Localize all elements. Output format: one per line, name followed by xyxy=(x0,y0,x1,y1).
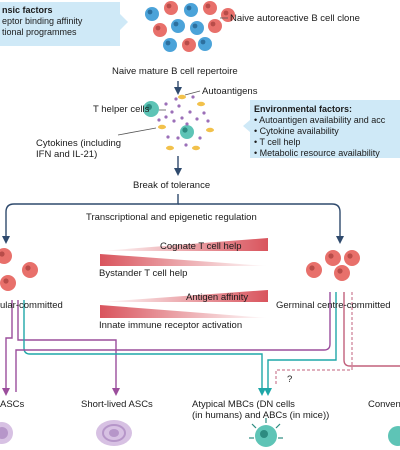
short-lived-asc-label: Short-lived ASCs xyxy=(81,399,153,410)
atypical-mbc-label: Atypical MBCs (DN cells xyxy=(192,399,295,410)
environmental-factor-item: • Cytokine availability xyxy=(254,126,339,136)
b-cell-icon xyxy=(22,262,38,278)
autoantigens-label: Autoantigens xyxy=(202,86,258,97)
naive-clone-cluster xyxy=(145,1,235,52)
arrow-gc-dashed xyxy=(275,292,353,384)
conventional-label: Conven xyxy=(368,399,400,410)
b-cell-icon xyxy=(190,21,204,35)
intrinsic-box-shape xyxy=(0,2,128,46)
b-cell-icon xyxy=(198,37,212,51)
wedge-cognate xyxy=(100,238,268,251)
wedge-innate xyxy=(100,305,268,318)
autoantigen-icon xyxy=(178,94,186,100)
environmental-factor-item: • Autoantigen availability and acc xyxy=(254,115,386,125)
intrinsic-factors-box: nsic factors eptor binding affinity tion… xyxy=(2,5,120,38)
cytokines-label-2: IFN and IL-21) xyxy=(36,149,98,160)
b-cell-icon xyxy=(0,275,16,291)
regulation-label: Transcriptional and epigenetic regulatio… xyxy=(86,212,257,223)
b-cell-icon xyxy=(203,1,217,15)
autoantigen-icon xyxy=(158,124,166,130)
autoantigen-icon xyxy=(197,101,205,107)
b-cell-icon xyxy=(208,19,222,33)
asc-label: ASCs xyxy=(0,399,25,410)
t-helper-label: T helper cells xyxy=(93,104,150,115)
wedge-bystander xyxy=(100,254,268,266)
b-cell-icon xyxy=(180,125,194,139)
b-cell-icon xyxy=(184,3,198,17)
intrinsic-factor-item: eptor binding affinity xyxy=(2,16,83,26)
innate-activation-label: Innate immune receptor activation xyxy=(99,320,243,331)
autoantigen-icon xyxy=(206,127,214,133)
arrow-gc-to-asc xyxy=(15,292,331,392)
cytokine-dots xyxy=(157,95,210,147)
cognate-help-label: Cognate T cell help xyxy=(160,241,242,252)
b-cell-icon xyxy=(334,265,350,281)
arrow-efx-to-short-lived xyxy=(17,300,120,396)
arrow-efx-to-asc xyxy=(2,300,13,396)
b-cell-icon xyxy=(344,250,360,266)
interaction-cluster xyxy=(143,94,214,151)
environmental-factor-item: • Metabolic resource availability xyxy=(254,148,380,158)
intrinsic-factors-title: nsic factors xyxy=(2,5,53,15)
antigen-affinity-label: Antigen affinity xyxy=(186,292,249,303)
arrow-germinal xyxy=(178,203,344,244)
wedge-antigen-affinity xyxy=(100,290,268,302)
germinal-centre-label: Germinal centre-committed xyxy=(276,300,391,311)
germinal-centre-cells xyxy=(306,250,360,281)
intrinsic-factor-item: tional programmes xyxy=(2,27,77,37)
environmental-box-shape xyxy=(243,100,400,158)
arrow-extrafollicular xyxy=(2,194,179,244)
autoantigen-icon xyxy=(192,145,200,151)
environmental-factors-title: Environmental factors: xyxy=(254,104,353,114)
b-cell-icon xyxy=(182,38,196,52)
b-cell-icon xyxy=(171,19,185,33)
short-lived-asc-icon xyxy=(96,420,132,446)
environmental-factors-box: Environmental factors: • Autoantigen ava… xyxy=(254,104,400,159)
b-cell-icon xyxy=(164,1,178,15)
b-cell-icon xyxy=(325,250,341,266)
extrafollicular-cells xyxy=(0,248,38,291)
b-cell-icon xyxy=(145,7,159,21)
atypical-mbc-label-2: (in humans) and ABCs (in mice)) xyxy=(192,410,330,421)
cytokines-label: Cytokines (including xyxy=(36,138,122,149)
naive-clone-label: Naive autoreactive B cell clone xyxy=(230,13,360,24)
arrow-gc-to-conventional xyxy=(343,292,400,367)
conventional-mbc-icon xyxy=(388,426,400,446)
atypical-mbc-icon xyxy=(249,418,283,447)
break-of-tolerance-label: Break of tolerance xyxy=(133,180,211,191)
extrafollicular-label: ular-committed xyxy=(0,300,63,311)
b-cell-icon xyxy=(163,38,177,52)
t-cell-icon xyxy=(143,101,159,117)
b-cell-icon xyxy=(221,8,235,22)
arrow-gc-to-atypical xyxy=(264,292,337,396)
naive-repertoire-label: Naive mature B cell repertoire xyxy=(112,66,238,77)
arrow-efx-to-atypical xyxy=(23,300,266,396)
environmental-factor-item: • T cell help xyxy=(254,137,301,147)
b-cell-icon xyxy=(0,248,12,264)
b-cell-icon xyxy=(306,262,322,278)
question-mark: ? xyxy=(287,374,293,385)
bystander-help-label: Bystander T cell help xyxy=(99,268,188,279)
autoantigen-icon xyxy=(166,145,174,151)
b-cell-icon xyxy=(153,23,167,37)
